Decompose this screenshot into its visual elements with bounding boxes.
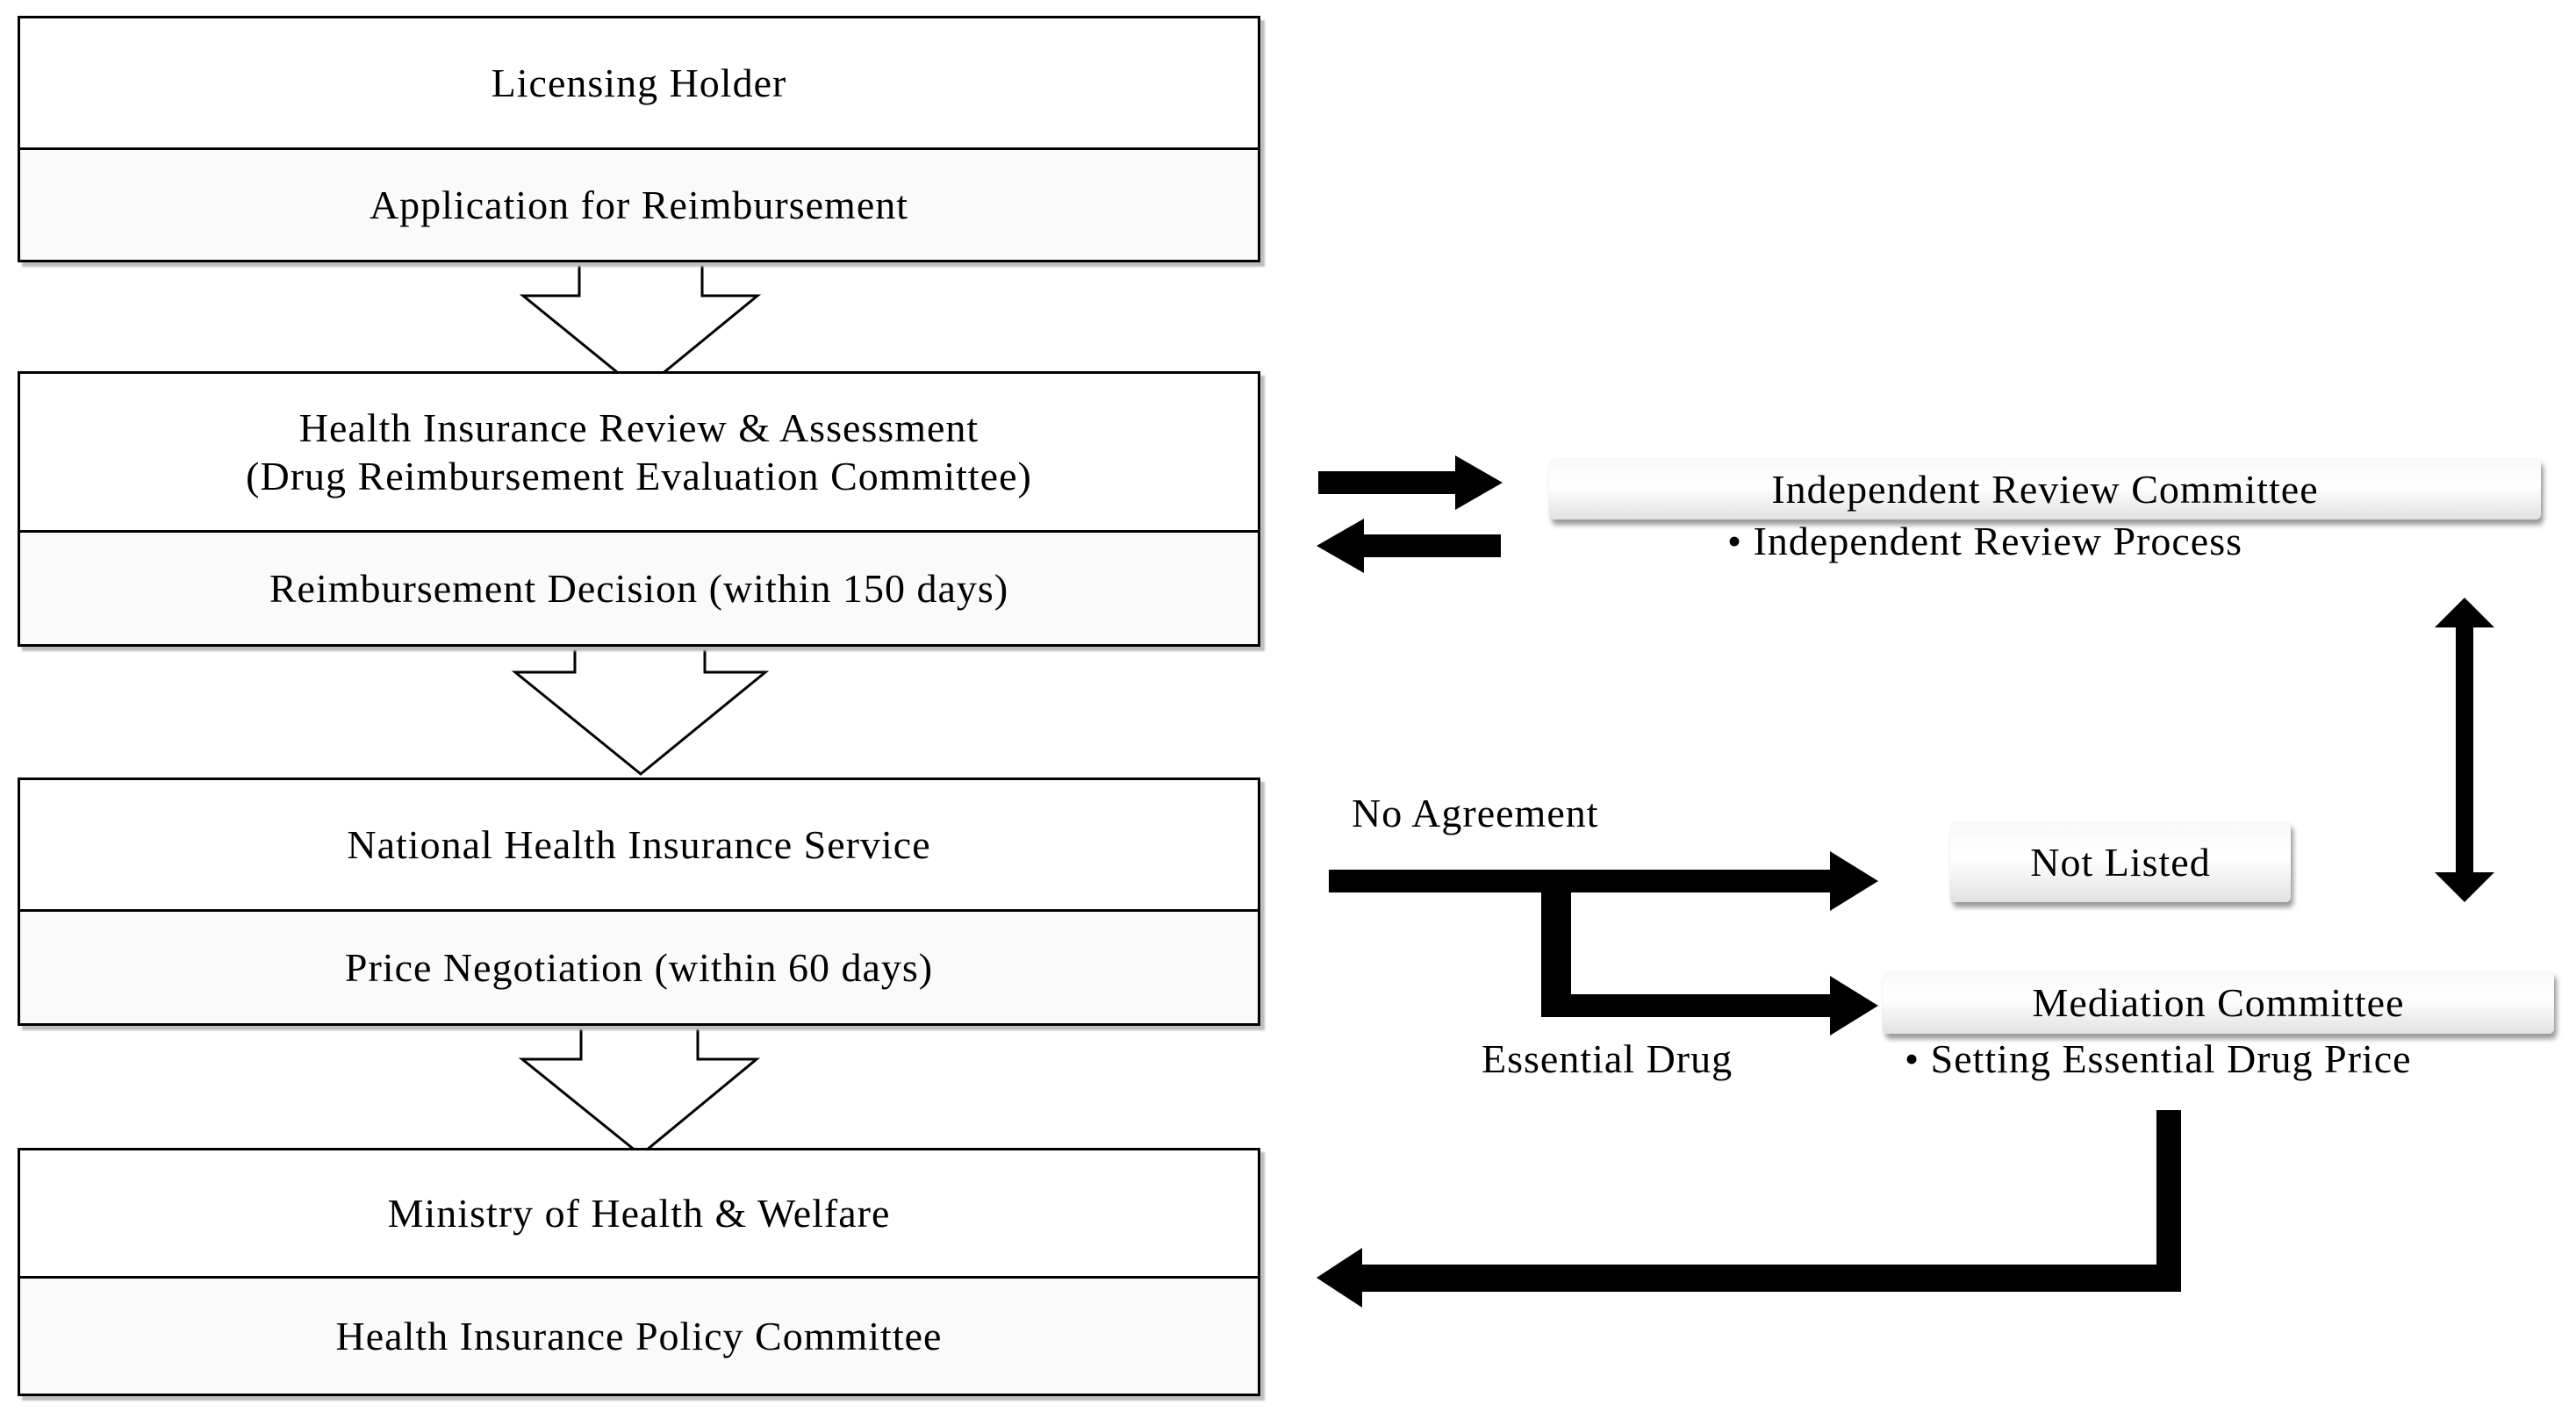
not-listed-box: Not Listed: [1950, 821, 2291, 902]
down-arrow-2: [511, 643, 770, 776]
health-insurance-review-block: Health Insurance Review & Assessment (Dr…: [18, 371, 1260, 647]
health-insurance-review-title: Health Insurance Review & Assessment (Dr…: [20, 374, 1258, 530]
arrow-to-not-listed: [1329, 851, 1878, 911]
down-arrow-1: [519, 261, 762, 393]
not-listed-title: Not Listed: [2030, 839, 2211, 885]
ministry-of-health-title: Ministry of Health & Welfare: [387, 1190, 891, 1236]
independent-review-committee-box: Independent Review Committee: [1549, 458, 2541, 520]
national-health-insurance-service-title: National Health Insurance Service: [347, 821, 931, 867]
setting-essential-drug-price-bullet: • Setting Essential Drug Price: [1905, 1036, 2412, 1081]
independent-review-process-bullet: • Independent Review Process: [1727, 519, 2243, 563]
licensing-holder-block: Licensing Holder Application for Reimbur…: [18, 16, 1260, 262]
double-vertical-arrow: [2435, 598, 2494, 902]
health-insurance-policy-committee: Health Insurance Policy Committee: [20, 1276, 1258, 1394]
arrow-to-ministry: [1317, 1248, 2181, 1308]
review-title-line-1: Health Insurance Review & Assessment: [298, 405, 979, 450]
arrow-left-from-review: [1317, 519, 1501, 573]
return-vertical-connector: [2156, 1110, 2181, 1292]
mediation-committee-box: Mediation Committee: [1883, 971, 2554, 1034]
arrow-right-to-review: [1318, 455, 1503, 510]
essential-drug-label: Essential Drug: [1482, 1036, 1733, 1081]
reimbursement-decision: Reimbursement Decision (within 150 days): [20, 530, 1258, 644]
mediation-committee-title: Mediation Committee: [2032, 979, 2405, 1025]
price-negotiation: Price Negotiation (within 60 days): [20, 909, 1258, 1023]
national-health-insurance-service-block: National Health Insurance Service Price …: [18, 778, 1260, 1026]
ministry-of-health-block: Ministry of Health & Welfare Health Insu…: [18, 1148, 1260, 1396]
application-for-reimbursement: Application for Reimbursement: [20, 147, 1258, 260]
licensing-holder-title: Licensing Holder: [491, 60, 787, 105]
review-title-line-2: (Drug Reimbursement Evaluation Committee…: [246, 454, 1032, 498]
independent-review-committee-title: Independent Review Committee: [1771, 466, 2319, 512]
down-arrow-3: [518, 1023, 761, 1157]
arrow-to-mediation: [1541, 976, 1878, 1036]
no-agreement-label: No Agreement: [1352, 791, 1599, 835]
branch-vertical-connector: [1541, 881, 1571, 1010]
